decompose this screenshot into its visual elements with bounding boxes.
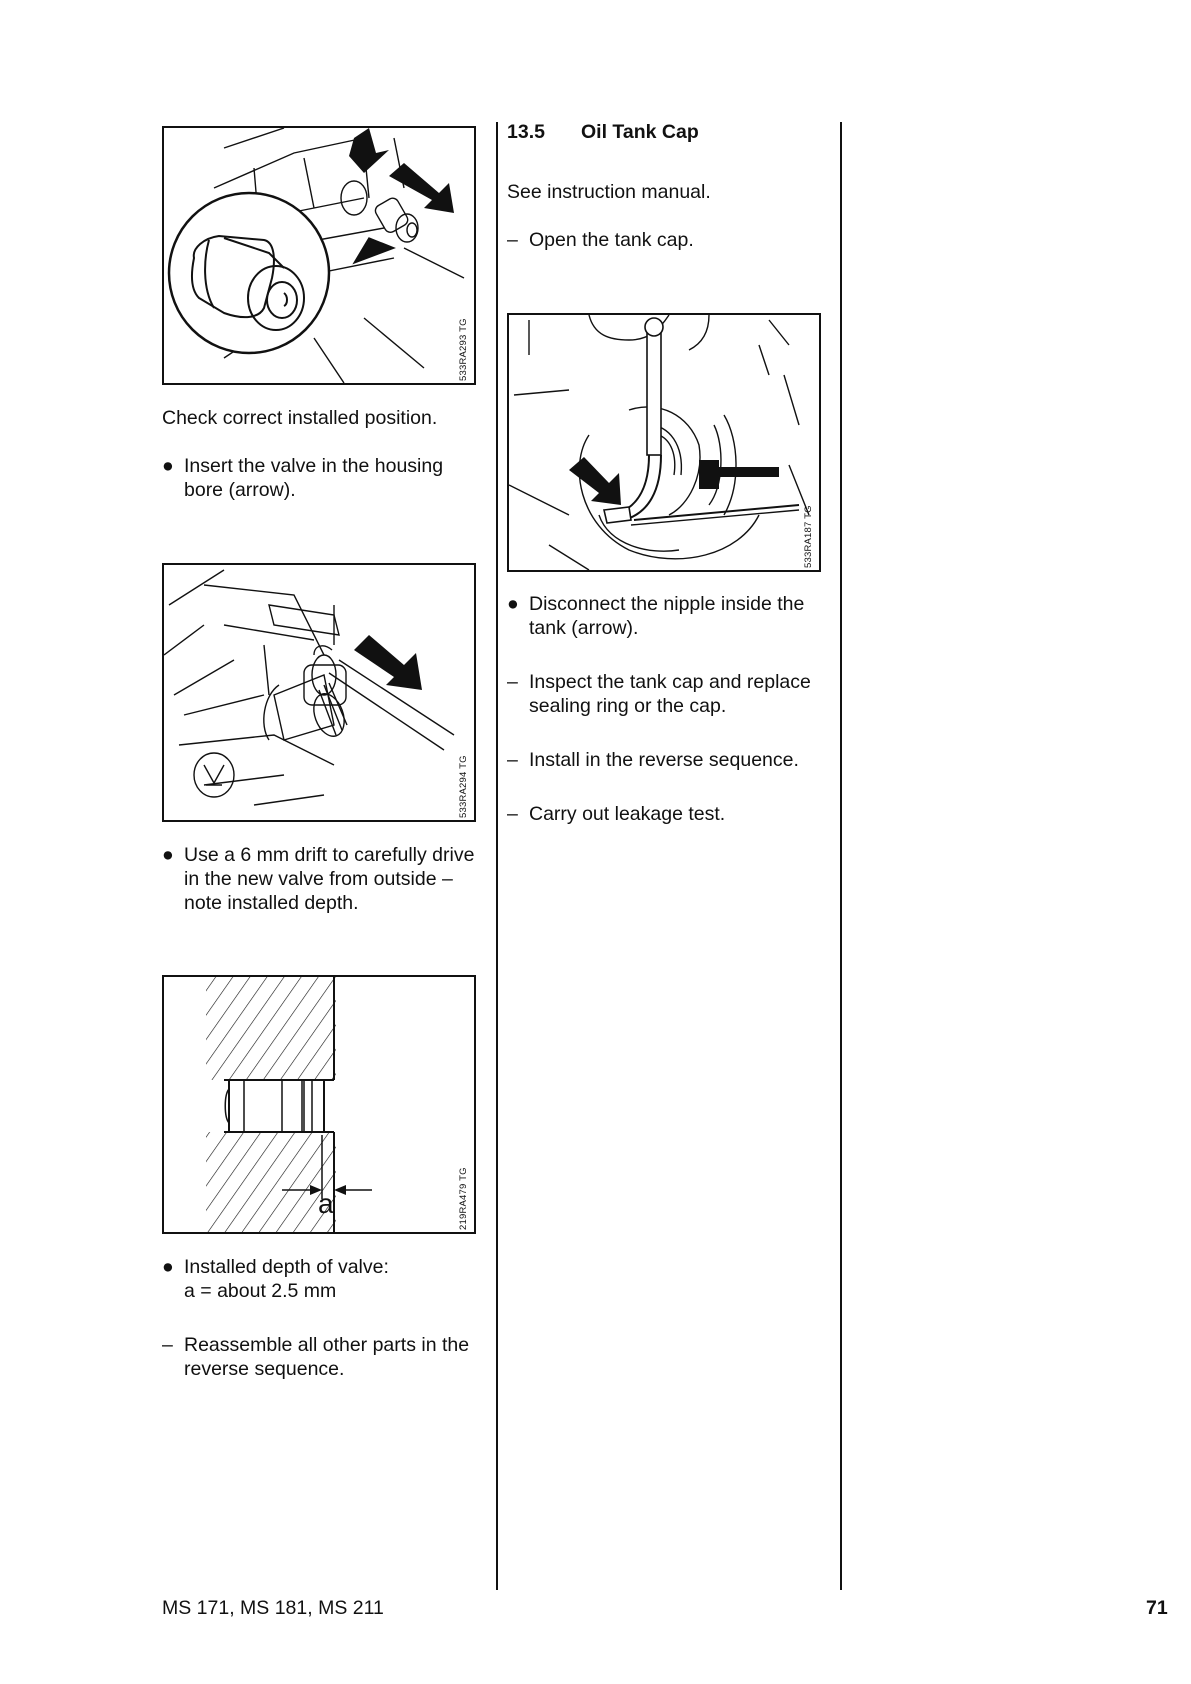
step-text-line: Inspect the tank cap and replace [529,671,811,693]
step-text: Carry out leakage test. [529,803,726,825]
figure-code: 533RA294 TG [458,755,469,818]
step-open-cap: – Open the tank cap. [507,228,837,254]
figure-tank-nipple: 533RA187 TG [507,313,821,572]
step-text: Install in the reverse sequence. [529,749,799,771]
column-rule-right [840,122,842,1590]
step-text-line: sealing ring or the cap. [529,695,727,717]
step-text-line: note installed depth. [184,892,359,914]
dash-marker: – [162,1334,173,1356]
figure-code: 533RA187 TG [803,505,814,568]
figure-installed-depth: a 219RA479 TG [162,975,476,1234]
bullet-marker: ● [162,844,174,866]
bullet-marker: ● [162,1256,174,1278]
drive-valve-illustration [164,569,455,806]
section-number: 13.5 [507,121,545,143]
step-installed-depth: ● Installed depth of valve: a = about 2.… [162,1255,492,1305]
dimension-label: a [318,1188,334,1219]
page-number: 71 [1146,1597,1168,1619]
step-text-line: Insert the valve in the housing [184,455,444,477]
step-text-line: reverse sequence. [184,1358,345,1380]
figure-code: 533RA293 TG [458,318,469,381]
step-text-line: tank (arrow). [529,617,639,639]
column-rule-left [496,122,498,1590]
step-text-line: Disconnect the nipple inside the [529,593,805,615]
step-text-line: Use a 6 mm drift to carefully drive [184,844,475,866]
figure-drive-valve: 533RA294 TG [162,563,476,822]
dash-marker: – [507,671,518,693]
bullet-marker: ● [507,593,519,615]
valve-position-illustration [167,128,465,383]
installed-depth-illustration [206,977,372,1232]
tank-nipple-illustration [509,315,810,570]
step-text-line: bore (arrow). [184,479,296,501]
intro-text: See instruction manual. [507,181,711,203]
step-inspect-cap: – Inspect the tank cap and replace seali… [507,670,837,720]
dash-marker: – [507,803,518,825]
step-text-line: a = about 2.5 mm [184,1280,337,1302]
step-text: Open the tank cap. [529,229,694,251]
dash-marker: – [507,229,518,251]
figure-code: 219RA479 TG [458,1167,469,1230]
step-disconnect-nipple: ● Disconnect the nipple inside the tank … [507,592,837,642]
dash-marker: – [507,749,518,771]
step-leakage-test: – Carry out leakage test. [507,802,837,828]
section-title: Oil Tank Cap [581,121,699,143]
step-insert-valve: ● Insert the valve in the housing bore (… [162,454,492,504]
bullet-marker: ● [162,455,174,477]
step-text-line: Reassemble all other parts in the [184,1334,470,1356]
footer-models: MS 171, MS 181, MS 211 [162,1597,384,1619]
figure-valve-position: 533RA293 TG [162,126,476,385]
step-text-line: Installed depth of valve: [184,1256,389,1278]
caption-check-position: Check correct installed position. [162,407,438,429]
step-drive-valve: ● Use a 6 mm drift to carefully drive in… [162,843,492,918]
step-install-reverse: – Install in the reverse sequence. [507,748,837,774]
step-text-line: in the new valve from outside – [184,868,453,890]
step-reassemble: – Reassemble all other parts in the reve… [162,1333,492,1383]
